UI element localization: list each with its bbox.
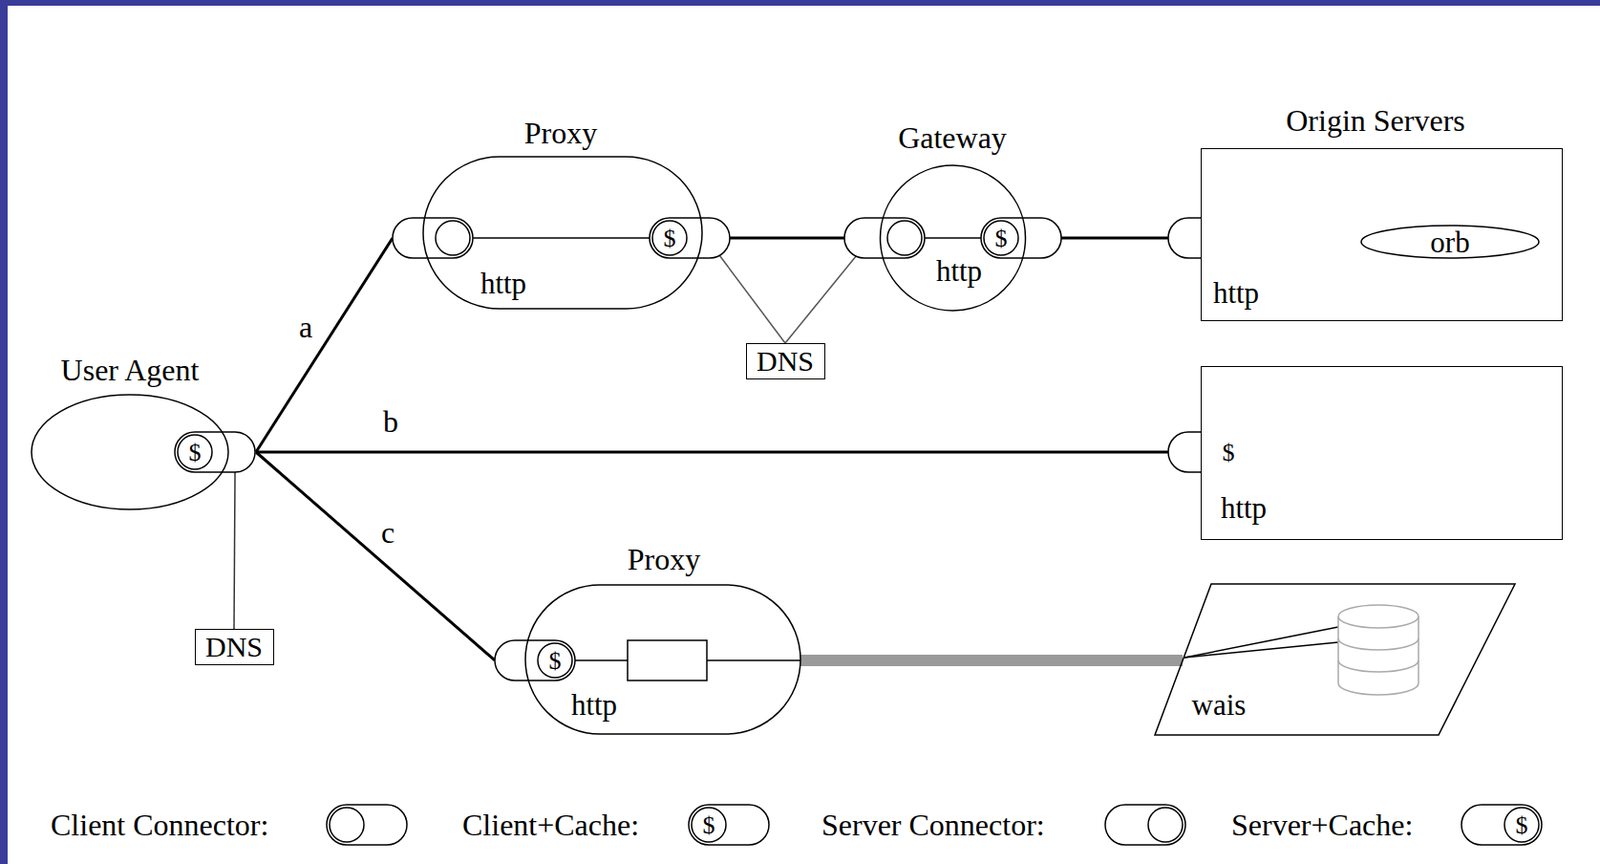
- orb-ellipse: orb: [1360, 224, 1540, 259]
- dns-link: [719, 255, 786, 343]
- node-label: http: [936, 256, 982, 286]
- cache-symbol: $: [1222, 440, 1236, 466]
- client-cache-connector: [174, 431, 256, 472]
- cache-symbol: $: [703, 812, 716, 838]
- cylinder-top: [1338, 604, 1419, 628]
- dns-box: DNS: [746, 342, 826, 380]
- internal-wire: [1184, 641, 1339, 658]
- legend-client-connector: [326, 804, 407, 845]
- proxy-shape: Proxyhttp: [392, 155, 730, 310]
- database-cylinder: [1338, 604, 1419, 695]
- internal-wire: [1184, 626, 1339, 658]
- connector-label: a: [296, 311, 316, 342]
- legend-server-cache: [1461, 804, 1542, 845]
- http-link: [256, 451, 495, 661]
- cache-circle: [537, 642, 573, 678]
- cache-circle: [177, 434, 213, 470]
- user-agent-ellipse: User Agent: [30, 393, 256, 511]
- node-label: http: [1220, 492, 1267, 523]
- proxy-shape: Proxyhttp: [494, 583, 801, 735]
- connector-circle: [1148, 807, 1183, 842]
- cache-circle: [1504, 807, 1539, 842]
- internal-wire: [472, 236, 650, 239]
- server-connector: [392, 217, 473, 258]
- node-outline: [844, 164, 1062, 312]
- node-outline: [1361, 225, 1539, 258]
- cache-symbol: $: [995, 226, 1008, 252]
- node-title: Proxy: [627, 543, 701, 575]
- legend-server-connector: [1105, 804, 1186, 845]
- node-label: http: [480, 268, 527, 299]
- node-label: http: [571, 689, 618, 720]
- internal-wire: [575, 659, 628, 662]
- legend-text: Client+Cache:: [462, 809, 640, 840]
- cylinder-disk: [1338, 638, 1419, 672]
- node-outline: [880, 165, 1026, 311]
- node-label: DNS: [756, 346, 814, 376]
- node-outline: [31, 394, 229, 510]
- wais-link: [800, 654, 1183, 666]
- cache-circle: [652, 220, 687, 256]
- legend-client-cache: [688, 804, 769, 845]
- client-cache-connector: [981, 217, 1062, 258]
- client-cache-connector: [649, 217, 730, 258]
- connector-label: c: [378, 516, 398, 548]
- node-outline: [392, 155, 730, 310]
- node-outline: [525, 584, 801, 734]
- origin-server-box: http: [1200, 365, 1563, 540]
- wais-source: wais: [1154, 583, 1515, 735]
- legend-text: Client Connector:: [50, 809, 269, 840]
- node-title: Gateway: [897, 122, 1007, 153]
- dns-link: [234, 468, 235, 629]
- connector-circle: [887, 220, 922, 256]
- server-cache-connector: [494, 640, 576, 681]
- cache-symbol: $: [549, 648, 562, 674]
- dns-box: DNS: [194, 628, 275, 665]
- node-outline: [494, 583, 801, 735]
- node-title: Origin Servers: [1285, 105, 1466, 136]
- connector-label: b: [380, 405, 402, 437]
- http-link: [729, 235, 845, 239]
- node-outline: [423, 156, 703, 309]
- cache-circle: [691, 807, 726, 842]
- origin-server-box: Origin Servershttporb: [1200, 148, 1563, 321]
- dns-link: [785, 255, 857, 343]
- cache-symbol: $: [1515, 812, 1529, 838]
- cache-symbol: $: [189, 440, 202, 466]
- node-title: Proxy: [524, 117, 598, 149]
- connector-circle: [435, 220, 470, 256]
- node-label: DNS: [205, 632, 263, 662]
- connector-circle: [329, 807, 364, 842]
- http-link: [256, 237, 393, 452]
- node-label: http: [1213, 277, 1259, 308]
- node-outline: [30, 393, 256, 511]
- internal-wire: [924, 236, 982, 239]
- node-label: wais: [1192, 689, 1247, 720]
- node-label: orb: [1429, 227, 1470, 257]
- translator-box: [627, 640, 707, 681]
- node-outline: [1154, 583, 1515, 735]
- server-connector: [844, 217, 925, 258]
- gateway-circle: Gatewayhttp: [844, 164, 1062, 312]
- legend-text: Server+Cache:: [1231, 809, 1413, 840]
- cache-symbol: $: [663, 226, 677, 252]
- http-link: [256, 450, 1201, 454]
- cache-circle: [983, 220, 1019, 256]
- legend-text: Server Connector:: [821, 809, 1046, 840]
- internal-wire: [706, 659, 801, 662]
- node-label: User Agent: [61, 354, 200, 385]
